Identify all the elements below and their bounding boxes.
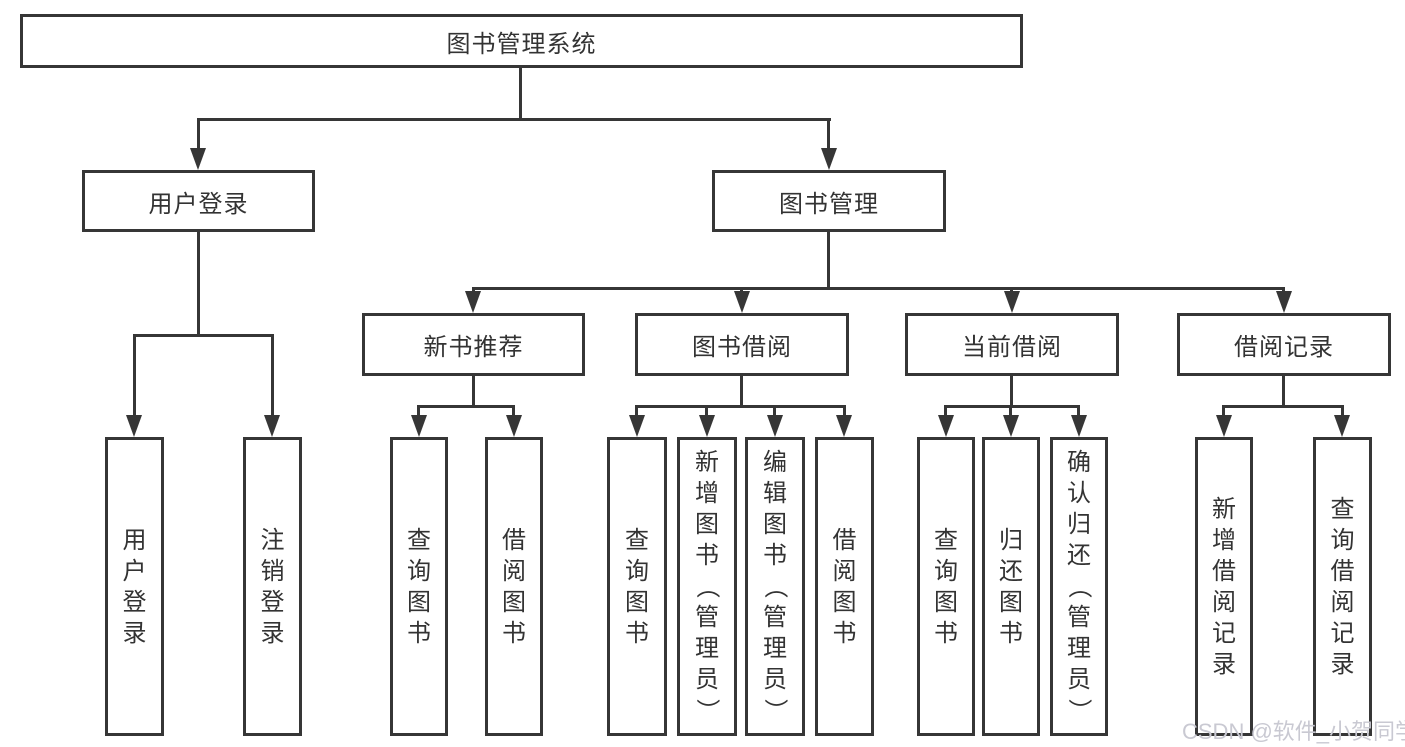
arrow-down-icon [1071, 415, 1087, 437]
arrow-down-icon [836, 415, 852, 437]
node-label: 新增借阅记录 [1212, 495, 1236, 678]
connector-line [740, 374, 743, 408]
connector-line [827, 118, 830, 150]
leaf-confirm-return-admin: 确认归还（管理员） [1050, 437, 1108, 736]
node-label: 查询图书 [934, 526, 958, 647]
leaf-return-books: 归还图书 [982, 437, 1040, 736]
arrow-down-icon [1276, 291, 1292, 313]
arrow-down-icon [1334, 415, 1350, 437]
connector-line [1009, 405, 1012, 417]
connector-line [1222, 405, 1344, 408]
connector-line [773, 405, 776, 417]
leaf-edit-books-admin: 编辑图书（管理员） [745, 437, 805, 736]
connector-line [472, 374, 475, 408]
arrow-down-icon [734, 291, 750, 313]
connector-line [944, 405, 947, 417]
connector-line [635, 405, 845, 408]
connector-line [1077, 405, 1080, 417]
node-label: 编辑图书（管理员） [761, 449, 789, 723]
arrow-down-icon [938, 415, 954, 437]
node-label: 用户登录 [148, 190, 249, 218]
connector-line [705, 405, 708, 417]
node-borrowing-records: 借阅记录 [1177, 313, 1391, 376]
arrow-down-icon [821, 148, 837, 170]
node-label: 借阅记录 [1234, 334, 1334, 361]
connector-line [197, 118, 200, 150]
connector-line [843, 405, 846, 417]
connector-line [512, 405, 515, 417]
arrow-down-icon [506, 415, 522, 437]
connector-line [519, 66, 522, 121]
connector-line [827, 230, 830, 290]
node-label: 借阅图书 [832, 526, 857, 647]
arrow-down-icon [264, 415, 280, 437]
csdn-watermark: CSDN @软件_小贺同学 [1182, 719, 1405, 744]
node-label: 图书管理 [779, 190, 879, 218]
node-label: 归还图书 [999, 526, 1023, 647]
node-label: 图书管理系统 [446, 30, 597, 58]
leaf-query-borrow-record: 查询借阅记录 [1313, 437, 1372, 736]
leaf-query-books-current: 查询图书 [917, 437, 975, 736]
connector-line [635, 405, 638, 417]
connector-line [133, 334, 136, 417]
node-label: 当前借阅 [962, 334, 1062, 361]
arrow-down-icon [1216, 415, 1232, 437]
node-label: 查询图书 [625, 526, 649, 647]
connector-line [197, 230, 200, 336]
node-label: 用户登录 [122, 526, 147, 647]
leaf-query-books-borrowing: 查询图书 [607, 437, 667, 736]
node-new-book-recommendation: 新书推荐 [362, 313, 585, 376]
connector-line [1282, 374, 1285, 408]
node-label: 查询图书 [407, 526, 431, 647]
connector-line [1341, 405, 1344, 417]
node-label: 注销登录 [260, 526, 285, 647]
arrow-down-icon [1004, 291, 1020, 313]
connector-line [197, 118, 831, 121]
node-book-borrowing: 图书借阅 [635, 313, 849, 376]
node-label: 图书借阅 [692, 334, 792, 361]
arrow-down-icon [1003, 415, 1019, 437]
arrow-down-icon [699, 415, 715, 437]
node-label: 新增图书（管理员） [693, 449, 721, 723]
connector-line [944, 405, 1080, 408]
arrow-down-icon [465, 291, 481, 313]
node-current-borrowing: 当前借阅 [905, 313, 1119, 376]
node-label: 借阅图书 [502, 526, 526, 647]
leaf-user-login: 用户登录 [105, 437, 164, 736]
arrow-down-icon [190, 148, 206, 170]
node-label: 查询借阅记录 [1330, 495, 1355, 678]
arrow-down-icon [767, 415, 783, 437]
arrow-down-icon [411, 415, 427, 437]
connector-line [1010, 374, 1013, 408]
connector-line [271, 334, 274, 417]
leaf-add-borrow-record: 新增借阅记录 [1195, 437, 1253, 736]
node-user-login: 用户登录 [82, 170, 315, 232]
connector-line [472, 287, 1285, 290]
leaf-query-books-recommend: 查询图书 [390, 437, 448, 736]
connector-line [1222, 405, 1225, 417]
leaf-borrow-books-recommend: 借阅图书 [485, 437, 543, 736]
node-library-management-system: 图书管理系统 [20, 14, 1023, 68]
connector-line [417, 405, 420, 417]
node-label: 确认归还（管理员） [1065, 449, 1093, 723]
arrow-down-icon [629, 415, 645, 437]
connector-line [417, 405, 515, 408]
node-label: 新书推荐 [423, 334, 524, 361]
leaf-logout: 注销登录 [243, 437, 302, 736]
leaf-borrow-books: 借阅图书 [815, 437, 874, 736]
arrow-down-icon [126, 415, 142, 437]
node-book-management: 图书管理 [712, 170, 946, 232]
connector-line [133, 334, 274, 337]
leaf-add-books-admin: 新增图书（管理员） [677, 437, 737, 736]
